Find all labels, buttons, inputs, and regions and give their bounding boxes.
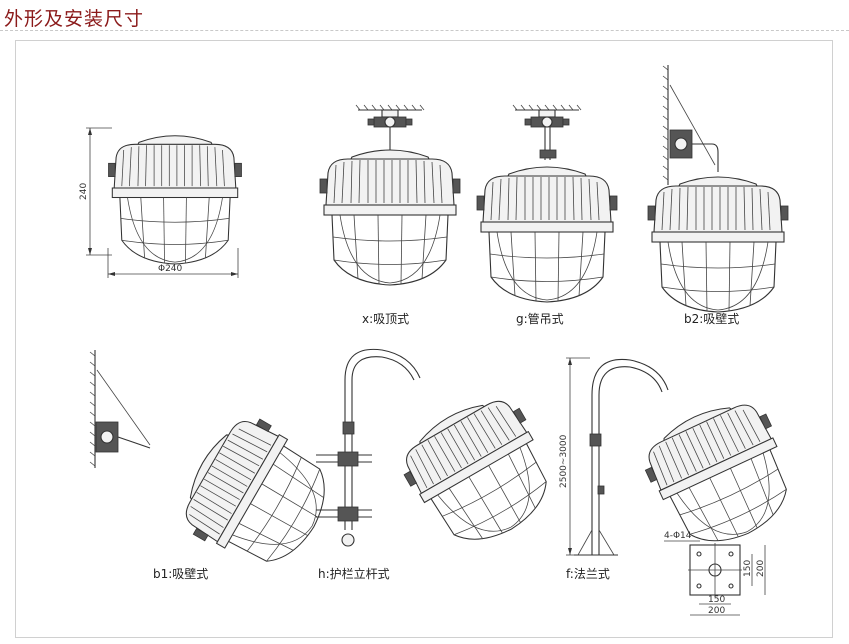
mount-h-guardrail: h:护栏立杆式 bbox=[316, 348, 571, 581]
mount-x-ceiling: x:吸顶式 bbox=[319, 104, 461, 326]
mount-b2-wall: b2:吸壁式 bbox=[647, 65, 789, 326]
mount-f-flange: 2500~3000 f:法兰式 bbox=[559, 357, 809, 581]
caption-b1: b1:吸壁式 bbox=[153, 566, 208, 581]
flange-outer-height-label: 200 bbox=[756, 560, 766, 577]
caption-g: g:管吊式 bbox=[516, 311, 564, 326]
mount-g-pendant: g:管吊式 bbox=[476, 104, 618, 326]
diameter-dimension-label: Φ240 bbox=[158, 264, 183, 274]
flange-inner-height-label: 150 bbox=[743, 560, 753, 577]
height-dimension-label: 240 bbox=[79, 183, 89, 200]
flange-outer-width-label: 200 bbox=[708, 606, 725, 616]
flange-hole-label: 4-Φ14 bbox=[664, 531, 692, 541]
mount-b1-wall: b1:吸壁式 bbox=[89, 350, 348, 586]
caption-h: h:护栏立杆式 bbox=[318, 566, 390, 581]
page-title: 外形及安装尺寸 bbox=[4, 8, 145, 30]
caption-b2: b2:吸壁式 bbox=[684, 311, 739, 326]
lamp-dimension-view: 240 Φ240 bbox=[79, 127, 243, 278]
caption-x: x:吸顶式 bbox=[362, 312, 409, 326]
drawing-frame bbox=[15, 40, 833, 638]
pole-height-label: 2500~3000 bbox=[559, 434, 569, 488]
title-divider bbox=[0, 30, 849, 31]
flange-inner-width-label: 150 bbox=[708, 595, 725, 605]
flange-plate-detail: 4-Φ14 150 200 150 200 bbox=[664, 531, 766, 616]
caption-f: f:法兰式 bbox=[566, 567, 610, 581]
